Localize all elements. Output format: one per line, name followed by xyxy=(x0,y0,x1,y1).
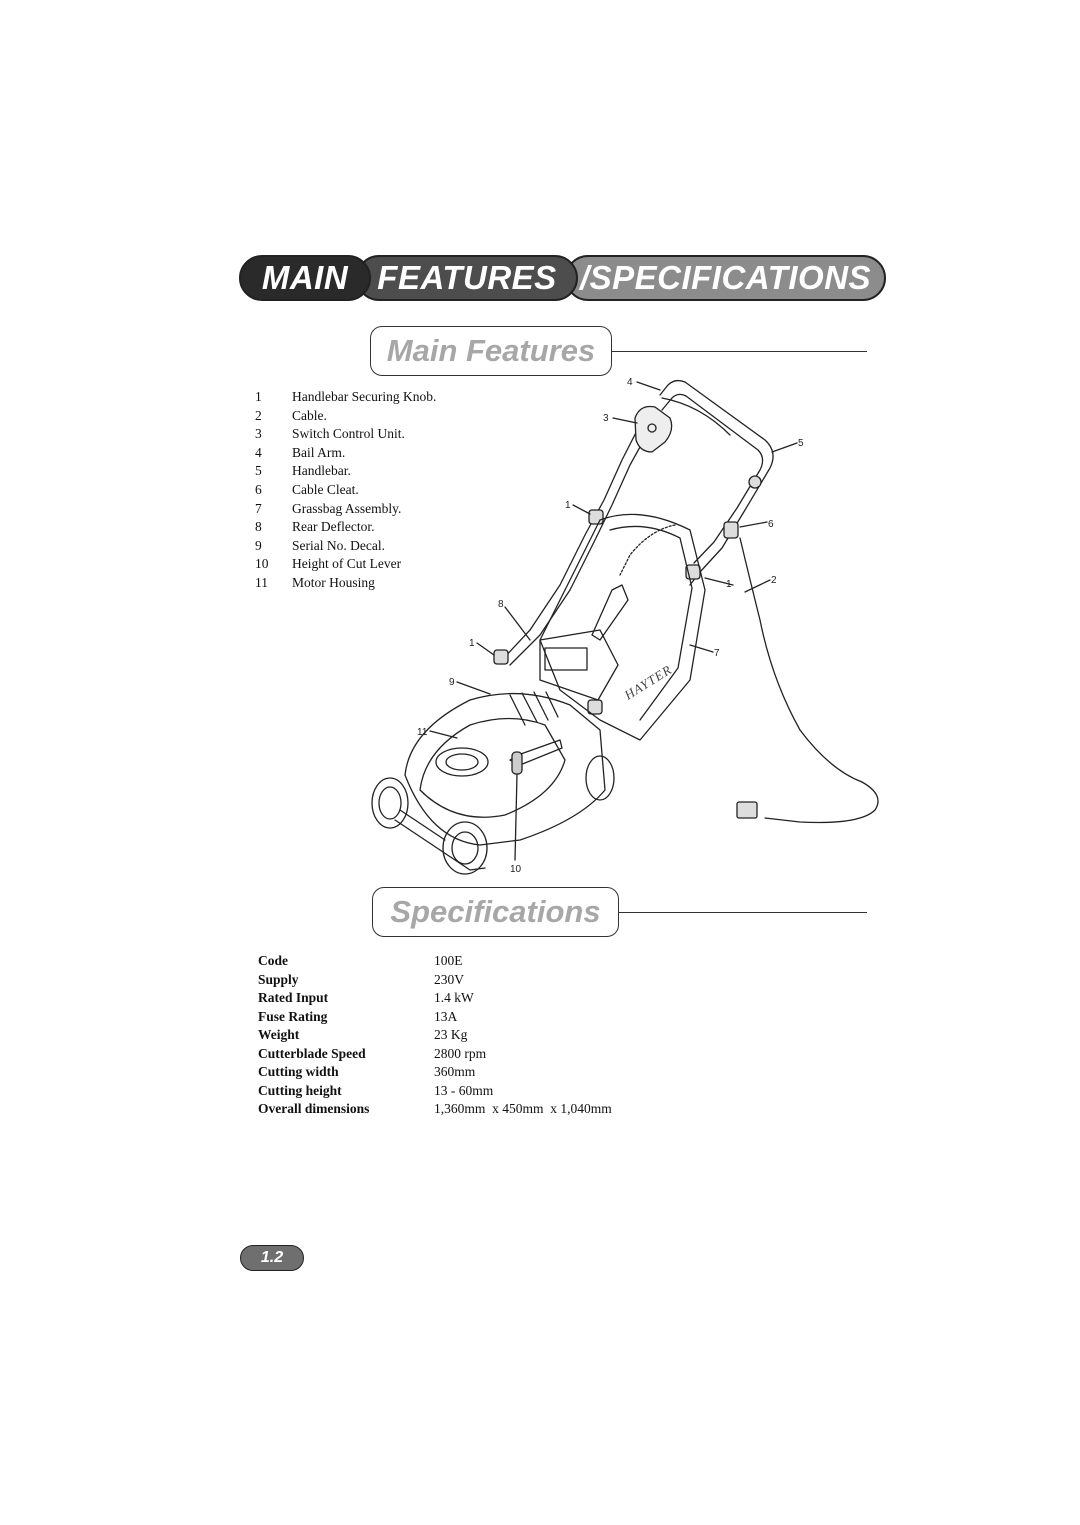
callout-label: 1 xyxy=(565,500,571,511)
callout-label: 1 xyxy=(469,638,475,649)
callout-label: 9 xyxy=(449,677,455,688)
callout-label: 11 xyxy=(417,727,428,738)
main-features-heading: Main Features xyxy=(370,326,612,376)
callout-label: 5 xyxy=(798,438,804,449)
banner-main: MAIN xyxy=(239,255,371,301)
callout-label: 6 xyxy=(768,519,774,530)
callout-label: 7 xyxy=(714,648,720,659)
callout-label: 10 xyxy=(510,864,522,875)
callout-label: 3 xyxy=(603,413,609,424)
brand-logo: HAYTER xyxy=(621,662,675,703)
banner-features: FEATURES xyxy=(356,255,578,301)
banner-specifications: /SPECIFICATIONS xyxy=(565,255,886,301)
callout-label: 2 xyxy=(771,575,777,586)
callout-label: 4 xyxy=(627,377,633,388)
section-divider xyxy=(619,912,867,913)
specifications-heading: Specifications xyxy=(372,887,619,937)
callout-label: 1 xyxy=(726,579,732,590)
callout-label: 8 xyxy=(498,599,504,610)
page-number: 1.2 xyxy=(240,1245,304,1271)
section-divider xyxy=(612,351,867,352)
